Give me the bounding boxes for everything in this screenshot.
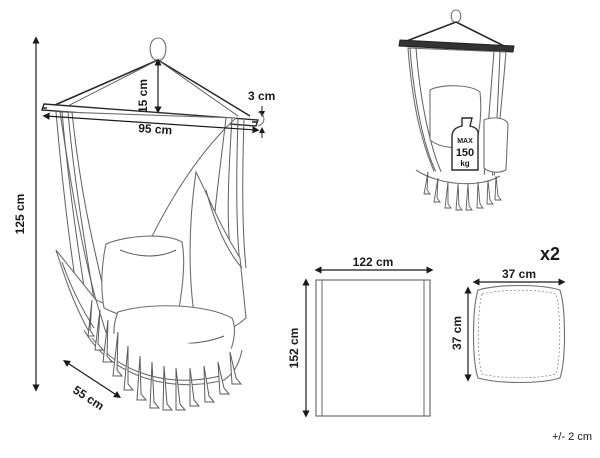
pillow-illustration <box>464 278 566 384</box>
max-load-label: MAX <box>457 138 473 145</box>
bar-width-label: 95 cm <box>138 121 173 137</box>
small-hook-icon <box>450 9 462 23</box>
rope-height-label: 15 cm <box>136 79 150 113</box>
seat-depth-label: 55 cm <box>70 383 106 413</box>
load-chair-illustration <box>398 9 515 211</box>
max-load-unit: kg <box>460 159 469 168</box>
pillow-height-label: 37 cm <box>450 316 464 350</box>
fabric-panel <box>302 266 434 418</box>
total-height-label: 125 cm <box>13 194 27 235</box>
main-chair-dimensions <box>32 36 265 398</box>
small-spreader-bar <box>398 39 515 53</box>
fabric-height-label: 152 cm <box>287 328 301 369</box>
pillow-width-label: 37 cm <box>502 267 536 281</box>
main-chair-illustration <box>41 37 259 411</box>
fabric-width-label: 122 cm <box>353 255 394 269</box>
weight-icon <box>451 117 479 171</box>
hook-icon <box>149 37 167 61</box>
max-load-value: 150 <box>456 147 474 159</box>
small-tassel-fringe <box>423 171 502 211</box>
pillow-count-label: x2 <box>540 244 560 264</box>
tolerance-note: +/- 2 cm <box>552 431 592 443</box>
bar-diameter-label: 3 cm <box>248 89 275 103</box>
